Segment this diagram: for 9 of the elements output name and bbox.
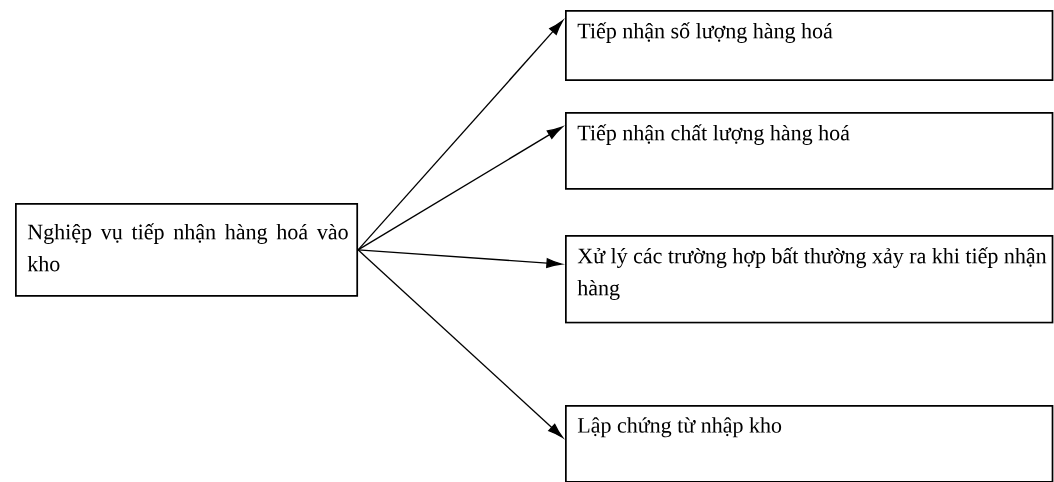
process-box: Xử lý các trường hợp bất thường xảy ra khi tiếp nhận hàng [565, 235, 1054, 324]
arrow [357, 249, 564, 438]
process-box: Tiếp nhận số lượng hàng hoá [565, 10, 1054, 82]
arrow [357, 126, 563, 251]
process-box: Nghiệp vụ tiếp nhận hàng hoá vào kho [15, 203, 359, 297]
process-box: Tiếp nhận chất lượng hàng hoá [565, 112, 1054, 190]
arrow [357, 20, 564, 251]
arrow [357, 249, 563, 269]
process-box: Lập chứng từ nhập kho [565, 405, 1054, 482]
